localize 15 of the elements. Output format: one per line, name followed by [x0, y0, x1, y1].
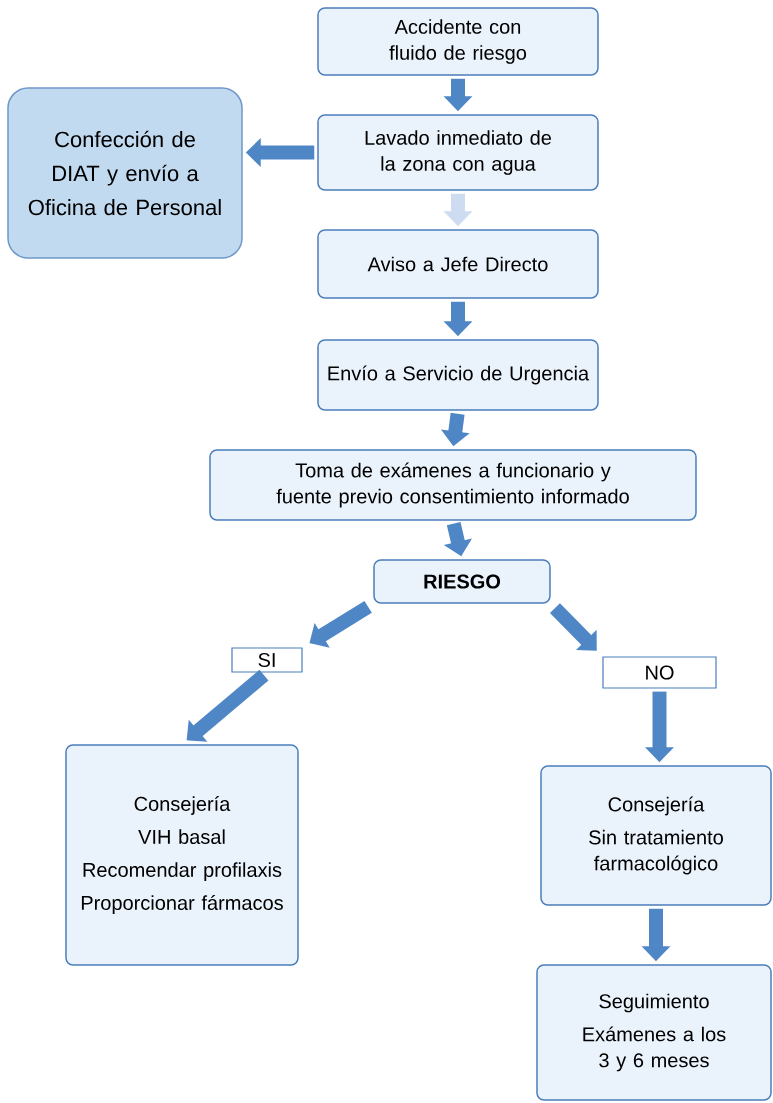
- decision-box: RIESGO: [373, 559, 551, 604]
- block-arrow: [309, 600, 372, 648]
- process-box: Aviso a Jefe Directo: [317, 229, 599, 299]
- answer-tag: NO: [602, 656, 717, 689]
- result-box: Consejería VIH basal Recomendar profilaxis Proporcionar fármacos: [65, 744, 299, 966]
- process-box: Toma de exámenes a funcionario y fuente previo consentimiento informado: [209, 449, 697, 521]
- side-box: Confección de DIAT y envío a Oficina de Personal: [7, 87, 243, 259]
- block-arrow: [549, 603, 597, 651]
- process-box: Accidente con fluido de riesgo: [317, 7, 599, 76]
- answer-tag: SI: [231, 647, 303, 673]
- process-box: Envío a Servicio de Urgencia: [317, 339, 599, 411]
- process-box: Lavado inmediato de la zona con agua: [317, 114, 599, 191]
- result-box: Seguimiento Exámenes a los 3 y 6 meses: [536, 964, 772, 1101]
- block-arrow: [186, 669, 269, 742]
- result-box: Consejería Sin tratamiento farmacológico: [540, 765, 772, 906]
